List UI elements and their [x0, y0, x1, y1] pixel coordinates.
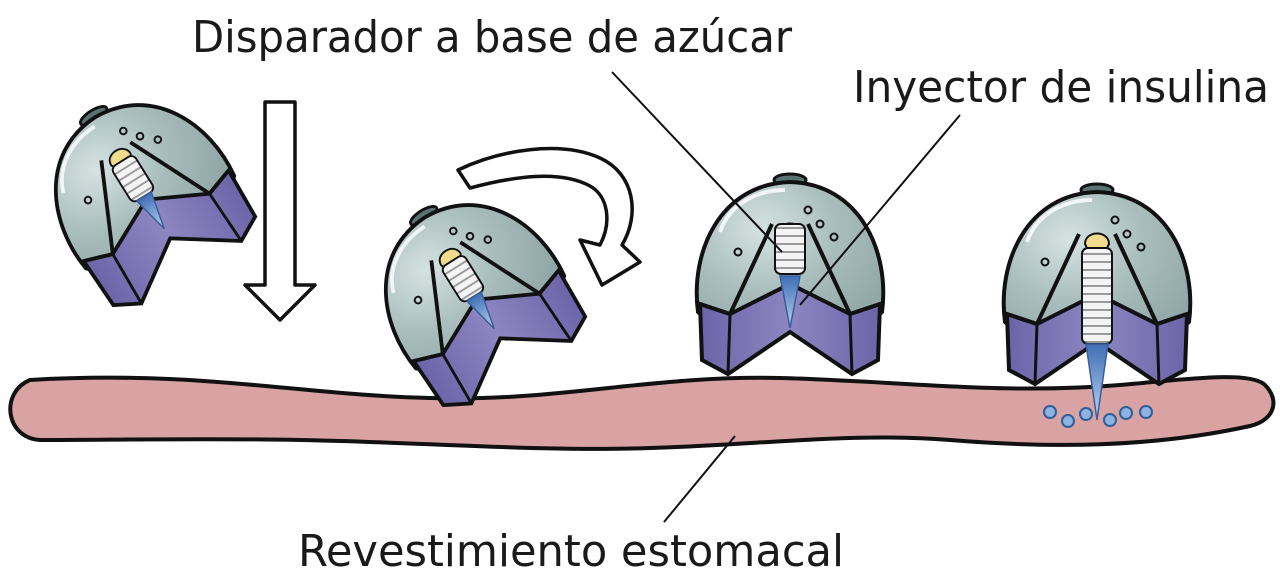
lining-label: Revestimiento estomacal [298, 526, 844, 577]
insulin-droplets [1043, 405, 1153, 428]
spring-extended [1081, 247, 1113, 345]
injector-label: Inyector de insulina [853, 62, 1269, 113]
needle [1085, 343, 1109, 421]
trigger-leader-line [611, 71, 783, 253]
capsule-upright [694, 172, 886, 376]
lining-leader-line [663, 435, 736, 523]
injector-leader-line [799, 114, 961, 306]
stomach-lining [8, 375, 1276, 451]
needle [465, 290, 495, 330]
capsule-landing [343, 162, 599, 422]
trigger-label: Disparador a base de azúcar [192, 12, 793, 63]
needle [779, 275, 801, 329]
needle [135, 190, 165, 230]
curved-arrow-icon [456, 146, 642, 287]
down-arrow-icon [243, 100, 317, 322]
capsule-falling [13, 62, 269, 322]
capsule-injecting [1001, 182, 1193, 421]
spring-compressed [774, 223, 806, 275]
